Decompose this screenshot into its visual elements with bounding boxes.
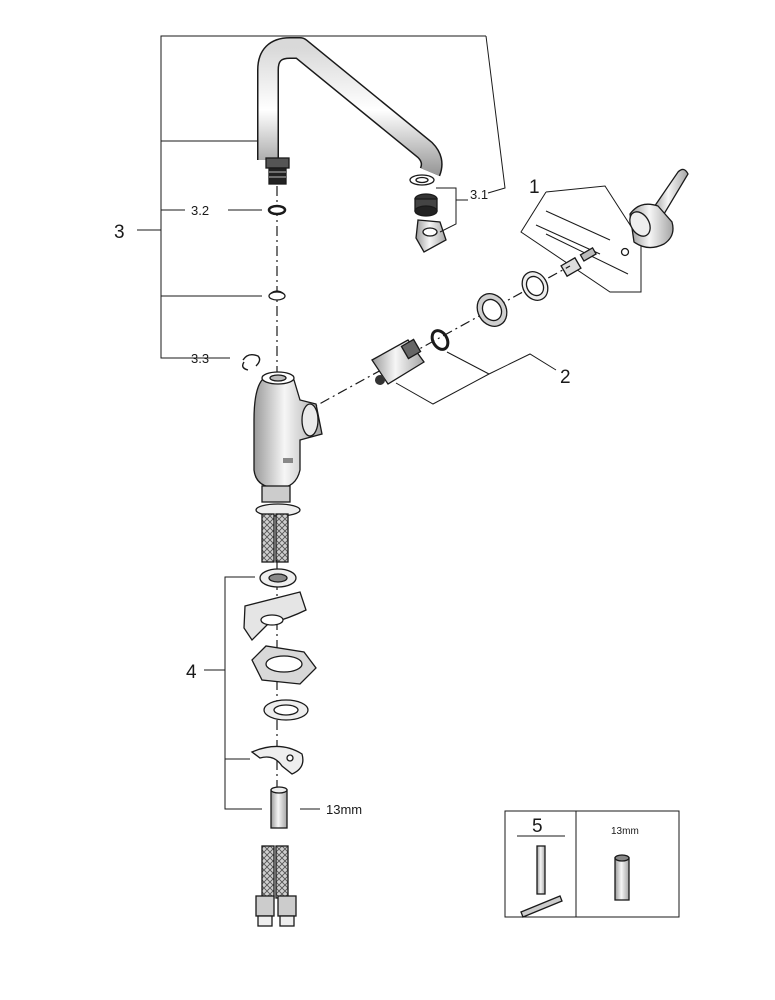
retaining-clip [268,290,286,301]
lever-handle [560,168,689,278]
callout-4-bracket [204,576,320,810]
callout-4-label: 4 [186,662,197,683]
callout-3-3-label: 3.3 [191,351,209,366]
callout-3-label: 3 [114,222,125,243]
snap-ring-3-3 [241,353,261,371]
callout-3-1-label: 3.1 [470,187,488,202]
tool-13mm-label: 13mm [611,826,639,837]
callout-1-label: 1 [529,177,540,198]
callout-2-bracket [395,351,557,405]
cartridge-parts [371,271,549,385]
aerator-assembly [409,174,468,253]
tool-5-label: 5 [532,816,543,837]
callout-2-label: 2 [560,367,571,388]
supply-hoses-upper [255,485,301,563]
spout [257,37,443,185]
tool-box [504,810,680,918]
mounting-kit [243,568,317,829]
o-ring-3-2 [267,204,287,216]
faucet-body [253,371,323,489]
callout-3-2-label: 3.2 [191,203,209,218]
supply-hoses-lower [255,845,297,927]
callout-3-bracket [137,35,506,359]
callout-13mm-label: 13mm [326,802,362,817]
